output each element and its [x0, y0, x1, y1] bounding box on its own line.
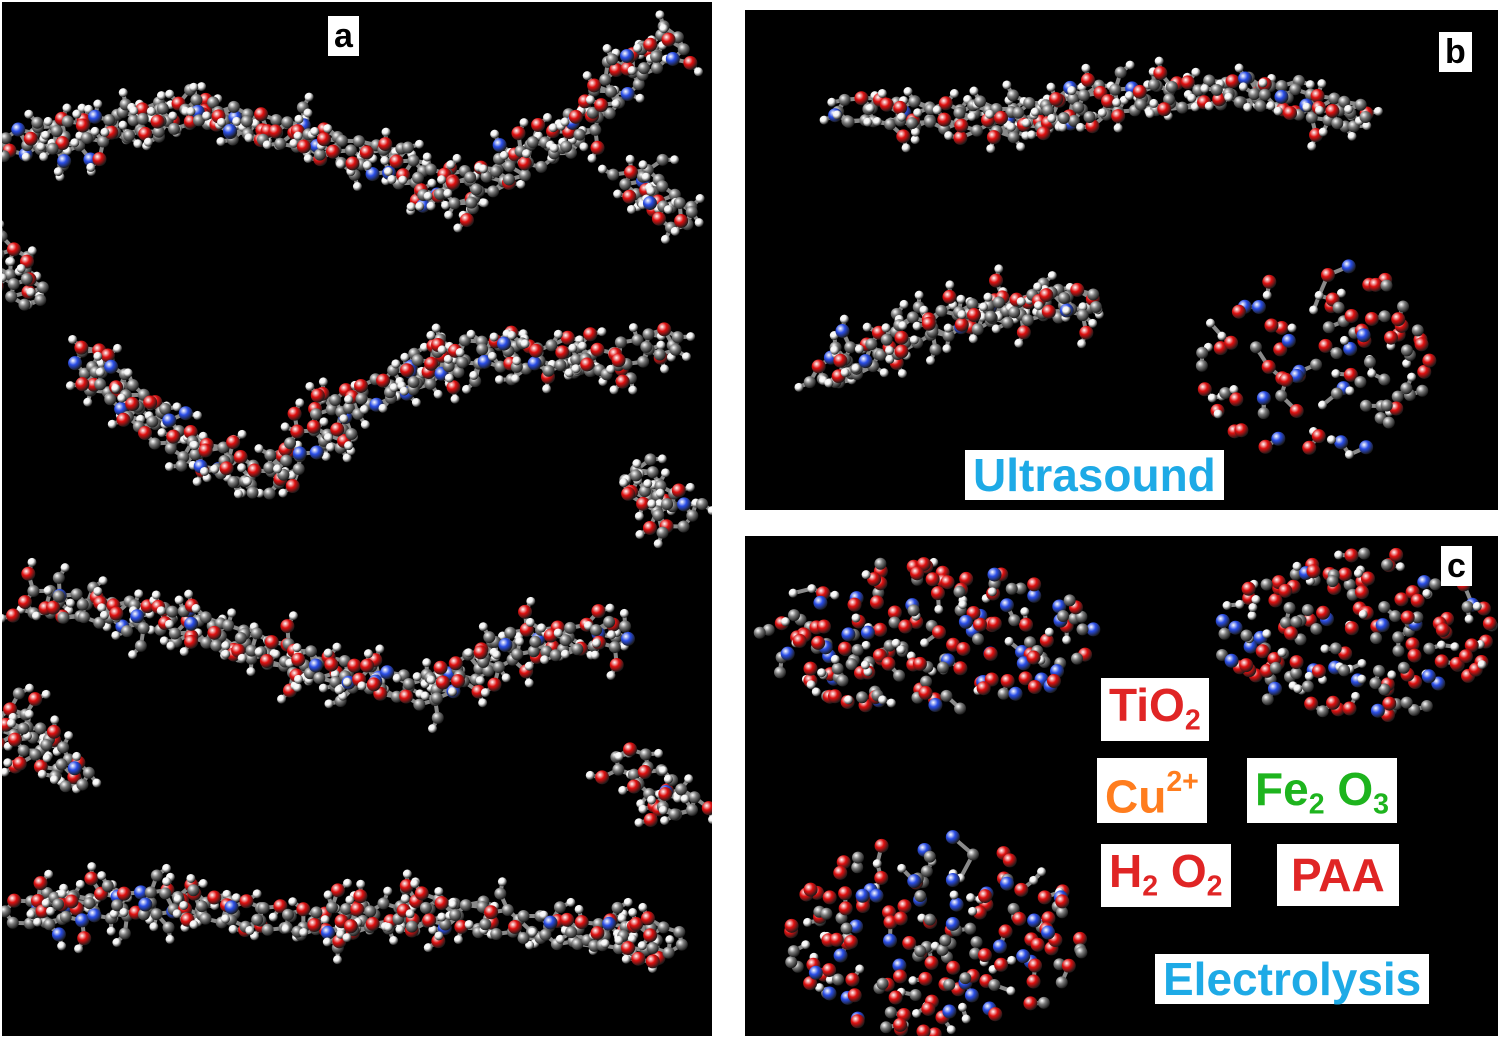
h2o2-sub2: 2 — [1206, 870, 1223, 903]
ultrasound-caption: Ultrasound — [965, 450, 1224, 500]
copper-base: Cu — [1105, 770, 1167, 823]
panel-a-molecular-chains: a — [2, 2, 712, 1036]
fe2o3-el2: O — [1337, 763, 1374, 815]
fe2o3-sub2: 3 — [1373, 788, 1389, 821]
panel-b-label: b — [1439, 32, 1472, 72]
h2o2-sub1: 2 — [1142, 870, 1159, 903]
panel-c-electrolysis: c TiO2 Cu2+ Fe2 O3 H2 O2 PAA Electrolysi… — [745, 536, 1498, 1036]
panel-b-ultrasound: b Ultrasound — [745, 10, 1498, 510]
electrolysis-caption: Electrolysis — [1155, 954, 1430, 1004]
fe2o3-tag: Fe2 O3 — [1247, 758, 1397, 824]
fe2o3-el1: Fe — [1255, 763, 1309, 815]
panel-c-label: c — [1441, 546, 1472, 586]
panel-b-chain-model — [794, 56, 1437, 460]
fe2o3-sub1: 2 — [1308, 788, 1325, 821]
panel-a-label: a — [328, 16, 359, 56]
copper-charge: 2+ — [1166, 766, 1199, 798]
tio2-base: TiO — [1109, 679, 1185, 731]
h2o2-el2: O — [1170, 845, 1207, 897]
panel-a-chain-model — [2, 10, 712, 974]
tio2-tag: TiO2 — [1101, 678, 1209, 742]
h2o2-tag: H2 O2 — [1101, 844, 1231, 908]
panel-c-cluster-model — [753, 547, 1498, 1036]
paa-tag: PAA — [1277, 844, 1399, 906]
h2o2-el1: H — [1109, 845, 1143, 897]
copper-ion-tag: Cu2+ — [1097, 758, 1207, 824]
tio2-subscript: 2 — [1184, 704, 1201, 737]
